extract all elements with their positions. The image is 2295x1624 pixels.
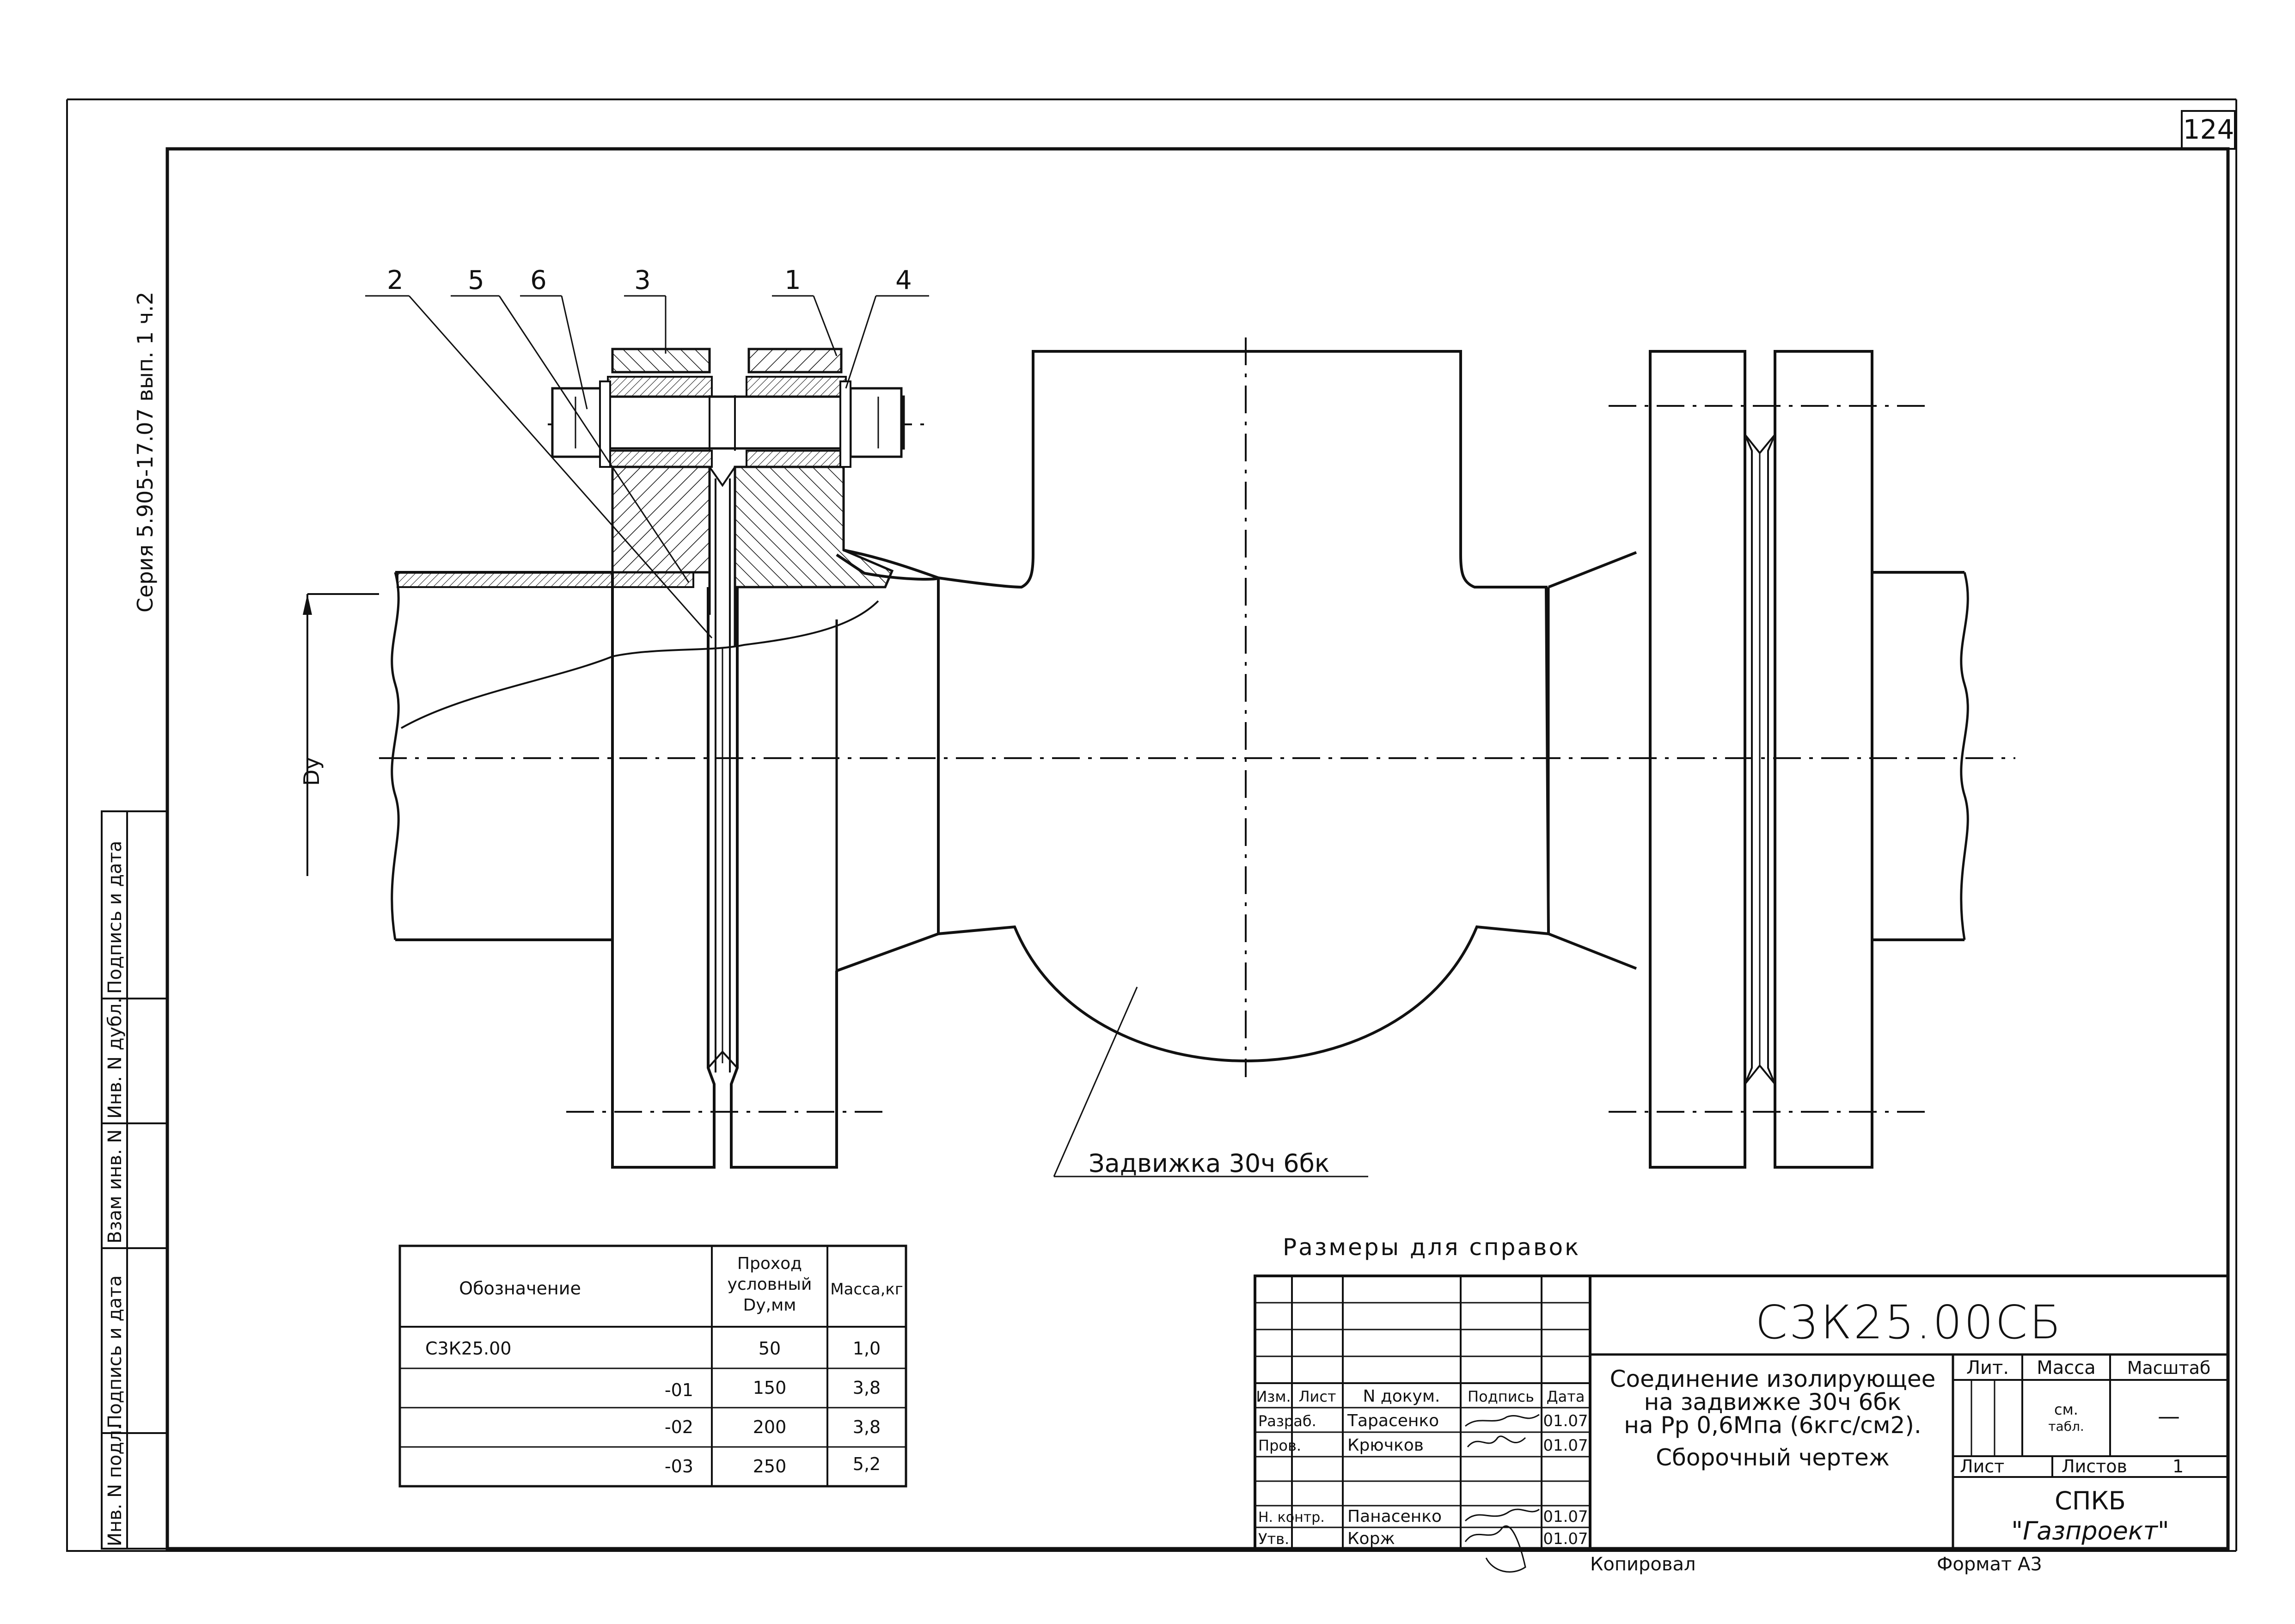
role-razrab: Разраб. (1258, 1412, 1316, 1430)
bushing-left (607, 376, 713, 398)
header-passage-line2: условный (728, 1275, 812, 1294)
callout-6: 6 (530, 265, 547, 295)
side-stamp: Инв. N подл. Подпись и дата Взам инв. N … (101, 810, 168, 1550)
date-razrab: 01.07 (1543, 1412, 1588, 1430)
page-number-box: 124 (2181, 110, 2236, 150)
row-3-mass: 5,2 (853, 1454, 881, 1474)
row-2-mass: 3,8 (853, 1417, 881, 1437)
name-utv: Корж (1347, 1529, 1395, 1548)
signatures (1464, 1414, 1540, 1573)
washer-right (839, 380, 851, 468)
nut-right (849, 387, 903, 458)
left-flange-inner (730, 587, 838, 1169)
page-number: 124 (2183, 114, 2234, 145)
date-prov: 01.07 (1543, 1436, 1588, 1455)
left-flange-outer (611, 572, 716, 1169)
bushing-right (746, 376, 847, 398)
copied-label: Копировал (1590, 1554, 1696, 1575)
name-n-kontr: Панасенко (1347, 1507, 1442, 1526)
dy-dimension: Dy (299, 593, 379, 876)
role-utv: Утв. (1258, 1530, 1289, 1548)
callout-4: 4 (895, 265, 912, 295)
title-line-1: Соединение изолирующее (1610, 1366, 1936, 1392)
org-line-2: "Газпроект" (2011, 1516, 2169, 1545)
col-list: Лист (1298, 1388, 1336, 1405)
row-0-designation: С3К25.00 (425, 1338, 511, 1359)
callout-5: 5 (468, 265, 484, 295)
nut-upper-left (611, 348, 711, 374)
lit-label: Лит. (1966, 1357, 2009, 1379)
callout-1: 1 (784, 265, 801, 295)
col-n-dokum: N докум. (1363, 1387, 1440, 1406)
callout-leaders (365, 295, 1368, 1177)
mass-label: Масса (2037, 1357, 2096, 1379)
bushing-lower-right (746, 450, 847, 468)
nut-left (551, 387, 605, 458)
date-n-kontr: 01.07 (1543, 1508, 1588, 1526)
spec-table: Обозначение Проход условный Dy,мм Масса,… (398, 1244, 907, 1488)
row-2-designation: -02 (665, 1417, 693, 1437)
left-gasket (707, 478, 738, 1072)
row-3-dy: 250 (753, 1456, 787, 1477)
right-gasket (1744, 434, 1776, 1085)
title-block: С3К25.00СБ Соединение изолирующее на зад… (1254, 1275, 2229, 1573)
role-prov: Пров. (1258, 1437, 1301, 1454)
sheets-label: Листов (2062, 1456, 2127, 1477)
stamp-podpis-data-2: Подпись и дата (104, 841, 126, 994)
name-prov: Крючков (1347, 1436, 1424, 1455)
name-razrab: Тарасенко (1347, 1411, 1439, 1430)
org-line-1: СПКБ (2055, 1486, 2126, 1515)
row-1-designation: -01 (665, 1380, 693, 1400)
flange-section-hatched (611, 466, 894, 647)
row-0-dy: 50 (759, 1338, 781, 1359)
reference-dimensions-note: Размеры для справок (1283, 1234, 1580, 1261)
series-text: Серия 5.905-17.07 вып. 1 ч.2 (133, 292, 158, 613)
valve-body (836, 350, 1637, 1063)
stamp-podpis-data-1: Подпись и дата (104, 1275, 126, 1428)
header-passage-line1: Проход (737, 1254, 802, 1273)
bolt-assembly (551, 348, 905, 468)
dy-label: Dy (299, 757, 324, 786)
date-utv: 01.07 (1543, 1530, 1588, 1548)
format-label: Формат А3 (1937, 1554, 2042, 1575)
bushing-lower-left (607, 450, 713, 468)
doc-code: С3К25.00СБ (1755, 1295, 2063, 1349)
sheets-value: 1 (2173, 1456, 2184, 1477)
scale-label: Масштаб (2127, 1358, 2211, 1378)
mass-value-line1: см. (2054, 1401, 2078, 1418)
row-2-dy: 200 (753, 1417, 787, 1437)
header-passage-line3: Dy,мм (743, 1296, 796, 1315)
left-pipe (391, 571, 879, 941)
mass-value-line2: табл. (2048, 1419, 2084, 1434)
header-designation: Обозначение (459, 1278, 581, 1299)
right-flange-outer (1649, 350, 1746, 1169)
right-flange-inner (1774, 350, 1873, 1169)
stamp-inv-dubl: Инв. N дубл. (104, 998, 126, 1119)
callout-2: 2 (387, 265, 404, 295)
washer-left (599, 380, 611, 468)
col-data: Дата (1547, 1388, 1585, 1405)
assembly-drawing: Dy 2 5 6 3 1 4 Задвижка 30ч 6бк (299, 265, 2015, 1178)
sheet-label: Лист (1960, 1456, 2004, 1477)
row-0-mass: 1,0 (853, 1338, 881, 1359)
title-line-4: Сборочный чертеж (1656, 1444, 1890, 1471)
title-line-3: на Рр 0,6Мпа (6кгс/см2). (1624, 1412, 1921, 1439)
col-izm: Изм. (1256, 1388, 1291, 1405)
right-pipe (1872, 571, 1969, 941)
header-mass: Масса,кг (830, 1280, 903, 1299)
row-1-dy: 150 (753, 1378, 787, 1398)
row-1-mass: 3,8 (853, 1378, 881, 1398)
role-n-kontr: Н. контр. (1258, 1509, 1325, 1526)
stamp-vzam-inv: Взам инв. N (104, 1129, 126, 1244)
col-podpis: Подпись (1468, 1388, 1534, 1405)
scale-value: — (2158, 1403, 2180, 1429)
callout-3: 3 (634, 265, 651, 295)
valve-label: Задвижка 30ч 6бк (1089, 1149, 1330, 1178)
row-3-designation: -03 (665, 1456, 693, 1477)
title-line-2: на задвижке 30ч 6бк (1644, 1389, 1902, 1416)
stamp-inv-podl: Инв. N подл. (104, 1424, 126, 1546)
nut-upper-right (747, 348, 843, 374)
